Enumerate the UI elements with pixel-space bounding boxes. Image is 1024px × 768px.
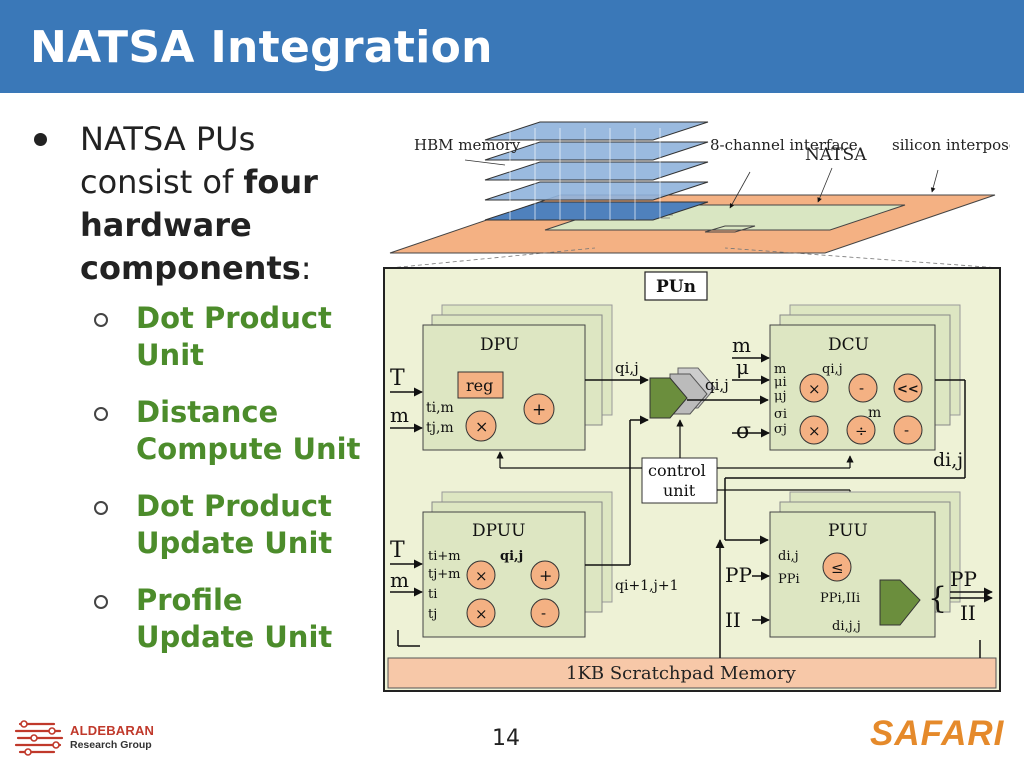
- dcu-muj: μj: [774, 389, 786, 404]
- main-bullet: NATSA PUs consist of four hardware compo…: [34, 118, 364, 290]
- ring-bullet-icon: [94, 501, 108, 515]
- dpu-m-input: m: [390, 403, 409, 427]
- dpuu-T-input: T: [390, 538, 405, 563]
- sub-bullet-dcu: Distance Compute Unit: [80, 394, 364, 468]
- dpu-tjm: tj,m: [426, 420, 454, 436]
- puu-brace-icon: {: [928, 581, 947, 616]
- scratchpad-label: 1KB Scratchpad Memory: [566, 663, 797, 684]
- dcu-sigma-input: σ: [736, 419, 751, 444]
- dpuu-qi1j1: qi+1,j+1: [615, 578, 679, 594]
- interposer-label: silicon interposer: [892, 136, 1010, 154]
- main-bullet-suffix: :: [300, 249, 312, 287]
- puu-dijj: di,j,j: [832, 619, 861, 634]
- processing-unit-detail: PUn DPU reg × + ti,m tj,m T m qi,j qi,j …: [383, 267, 1001, 692]
- dpuu-mult-op: ×: [475, 567, 488, 585]
- hbm-label: HBM memory: [414, 136, 521, 154]
- dcu-mult-op-2: ×: [808, 422, 821, 440]
- circuit-brain-icon: [14, 720, 64, 756]
- pu-label: PUn: [656, 277, 696, 297]
- puu-II-output: II: [960, 601, 976, 625]
- dpuu-m-input: m: [390, 568, 409, 592]
- sub-bullet-dpuu: Dot Product Update Unit: [80, 488, 364, 562]
- puu-PP-output: PP: [950, 567, 977, 591]
- dpu-mult-op: ×: [475, 417, 488, 436]
- dpu-qij: qi,j: [615, 359, 639, 377]
- ring-bullet-icon: [94, 407, 108, 421]
- dpuu-title: DPUU: [472, 521, 525, 541]
- bullet-list: NATSA PUs consist of four hardware compo…: [34, 118, 364, 676]
- control-unit-label: control: [648, 461, 706, 480]
- ring-bullet-icon: [94, 313, 108, 327]
- dpu-tim: ti,m: [426, 400, 454, 416]
- bullet-dot-icon: [34, 133, 47, 146]
- dpuu-ti1m: ti+m: [428, 549, 461, 564]
- puu-leq-op: ≤: [831, 559, 844, 577]
- dcu-m-input: m: [732, 333, 751, 357]
- aldebaran-name: ALDEBARAN: [70, 723, 155, 738]
- dpuu-sub-op: -: [541, 604, 546, 622]
- dcu-sigmai: σi: [774, 407, 787, 422]
- dcu-title: DCU: [828, 335, 869, 355]
- dpuu-add-op: +: [539, 566, 552, 585]
- dcu-mui: μi: [774, 375, 787, 390]
- natsa-label: NATSA: [805, 145, 867, 165]
- dpuu-tj: tj: [428, 607, 437, 622]
- dcu-div-op: ÷: [855, 422, 868, 440]
- sub-bullet-label: Profile Update Unit: [136, 583, 333, 654]
- dcu-shift-op: <<: [897, 382, 919, 397]
- puu-PP-input: PP: [725, 563, 752, 587]
- natsa-architecture-diagram: HBM memory 8-channel interface NATSA sil…: [383, 121, 1010, 692]
- sub-bullet-label: Dot Product Unit: [136, 301, 332, 372]
- dcu-m-inner: m: [868, 405, 881, 421]
- sub-bullet-label: Distance Compute Unit: [136, 395, 361, 466]
- page-number: 14: [492, 726, 520, 751]
- slide-header: NATSA Integration: [0, 0, 1024, 93]
- dpu-add-op: +: [532, 400, 546, 420]
- aldebaran-sub: Research Group: [70, 739, 152, 751]
- dcu-mult-op: ×: [808, 380, 821, 398]
- dcu-sub-op-2: -: [904, 421, 909, 439]
- sub-bullet-dpu: Dot Product Unit: [80, 300, 364, 374]
- dpu-title: DPU: [480, 335, 519, 355]
- reg-label: reg: [466, 376, 493, 395]
- dcu-sub-op: -: [859, 379, 864, 397]
- puu-title: PUU: [828, 521, 868, 541]
- dpuu-qij: qi,j: [500, 549, 523, 564]
- aldebaran-logo: ALDEBARAN Research Group: [14, 714, 184, 760]
- dcu-qij: qi,j: [822, 362, 843, 377]
- puu-PPiIIi: PPi,IIi: [820, 591, 860, 606]
- sub-bullet-puu: Profile Update Unit: [80, 582, 364, 656]
- dpuu-ti: ti: [428, 587, 437, 602]
- sub-bullet-label: Dot Product Update Unit: [136, 489, 333, 560]
- control-unit-label-2: unit: [663, 481, 696, 500]
- hbm-stack-illustration: HBM memory 8-channel interface NATSA sil…: [389, 121, 1010, 254]
- dcu-sigmaj: σj: [774, 422, 787, 437]
- dcu-m: m: [774, 362, 786, 377]
- main-bullet-bold: four hardware components: [80, 163, 318, 287]
- main-bullet-text: NATSA PUs consist of: [80, 120, 256, 201]
- ring-bullet-icon: [94, 595, 108, 609]
- dcu-dij-output: di,j: [933, 449, 963, 471]
- dpuu-mult-op-2: ×: [475, 605, 488, 623]
- sub-bullet-list: Dot Product Unit Distance Compute Unit D…: [34, 300, 364, 656]
- dpu-T-input: T: [390, 366, 405, 391]
- dpuu-tj1m: tj+m: [428, 567, 460, 582]
- puu-dij: di,j: [778, 549, 799, 564]
- dcu-mu-input: μ: [736, 355, 749, 379]
- mux-qij: qi,j: [705, 376, 729, 394]
- puu-II-input: II: [725, 608, 741, 632]
- safari-logo: SAFARI: [870, 714, 1005, 753]
- slide-title: NATSA Integration: [30, 22, 493, 73]
- puu-PPi: PPi: [778, 572, 800, 587]
- channel-label: 8-channel interface: [710, 136, 858, 154]
